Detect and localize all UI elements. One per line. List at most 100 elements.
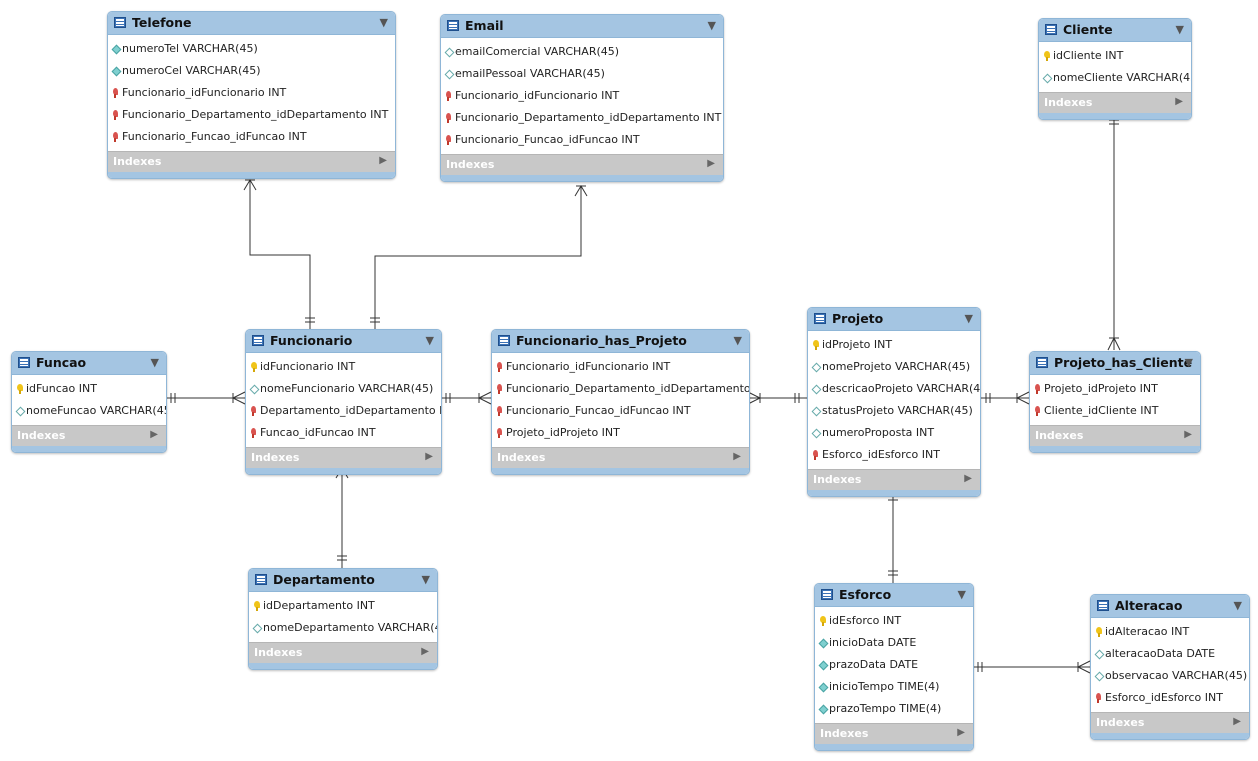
column-row[interactable]: idDepartamento INT [249, 595, 437, 617]
table-departamento[interactable]: Departamento ▼ idDepartamento INT nomeDe… [248, 568, 438, 670]
indexes-section[interactable]: Indexes▶ [12, 425, 166, 446]
column-row[interactable]: inicioData DATE [815, 632, 973, 654]
table-funcionario-has-projeto[interactable]: Funcionario_has_Projeto ▼ Funcionario_id… [491, 329, 750, 475]
column-row[interactable]: numeroTel VARCHAR(45) [108, 38, 395, 60]
column-row[interactable]: descricaoProjeto VARCHAR(45) [808, 378, 980, 400]
column-row[interactable]: Funcionario_Departamento_idDepartamento … [441, 107, 723, 129]
indexes-section[interactable]: Indexes▶ [441, 154, 723, 175]
chevron-down-icon[interactable]: ▼ [707, 19, 716, 32]
chevron-down-icon[interactable]: ▼ [957, 588, 966, 601]
indexes-section[interactable]: Indexes▶ [808, 469, 980, 490]
column-row[interactable]: alteracaoData DATE [1091, 643, 1249, 665]
column-row[interactable]: numeroCel VARCHAR(45) [108, 60, 395, 82]
column-row[interactable]: nomeDepartamento VARCHAR(45) [249, 617, 437, 639]
column-row[interactable]: Esforco_idEsforco INT [808, 444, 980, 466]
expand-arrow-icon[interactable]: ▶ [1175, 96, 1183, 107]
chevron-down-icon[interactable]: ▼ [1233, 599, 1242, 612]
column-row[interactable]: nomeCliente VARCHAR(45) [1039, 67, 1191, 89]
indexes-section[interactable]: Indexes▶ [1091, 712, 1249, 733]
column-row[interactable]: Funcionario_idFuncionario INT [441, 85, 723, 107]
table-header[interactable]: Cliente ▼ [1039, 19, 1191, 42]
column-row[interactable]: numeroProposta INT [808, 422, 980, 444]
table-header[interactable]: Projeto_has_Cliente ▼ [1030, 352, 1200, 375]
indexes-section[interactable]: Indexes▶ [246, 447, 441, 468]
column-row[interactable]: statusProjeto VARCHAR(45) [808, 400, 980, 422]
column-row[interactable]: idFuncionario INT [246, 356, 441, 378]
table-funcionario[interactable]: Funcionario ▼ idFuncionario INT nomeFunc… [245, 329, 442, 475]
column-row[interactable]: inicioTempo TIME(4) [815, 676, 973, 698]
column-row[interactable]: emailPessoal VARCHAR(45) [441, 63, 723, 85]
foreign-key-icon [251, 406, 256, 416]
indexes-section[interactable]: Indexes▶ [108, 151, 395, 172]
indexes-section[interactable]: Indexes▶ [492, 447, 749, 468]
expand-arrow-icon[interactable]: ▶ [425, 451, 433, 462]
indexes-section[interactable]: Indexes▶ [1030, 425, 1200, 446]
expand-arrow-icon[interactable]: ▶ [1184, 429, 1192, 440]
column-row[interactable]: Departamento_idDepartamento INT [246, 400, 441, 422]
table-header[interactable]: Funcao ▼ [12, 352, 166, 375]
column-row[interactable]: Funcionario_Funcao_idFuncao INT [108, 126, 395, 148]
expand-arrow-icon[interactable]: ▶ [379, 155, 387, 166]
column-row[interactable]: Projeto_idProjeto INT [1030, 378, 1200, 400]
table-telefone[interactable]: Telefone ▼ numeroTel VARCHAR(45) numeroC… [107, 11, 396, 179]
column-row[interactable]: idProjeto INT [808, 334, 980, 356]
table-header[interactable]: Funcionario ▼ [246, 330, 441, 353]
column-row[interactable]: Funcionario_Funcao_idFuncao INT [441, 129, 723, 151]
foreign-key-icon [113, 132, 118, 142]
table-icon [447, 20, 459, 31]
column-row[interactable]: prazoData DATE [815, 654, 973, 676]
table-header[interactable]: Email ▼ [441, 15, 723, 38]
table-projeto[interactable]: Projeto ▼ idProjeto INT nomeProjeto VARC… [807, 307, 981, 497]
expand-arrow-icon[interactable]: ▶ [733, 451, 741, 462]
table-icon [498, 335, 510, 346]
column-row[interactable]: prazoTempo TIME(4) [815, 698, 973, 720]
chevron-down-icon[interactable]: ▼ [379, 16, 388, 29]
table-header[interactable]: Telefone ▼ [108, 12, 395, 35]
indexes-section[interactable]: Indexes▶ [1039, 92, 1191, 113]
expand-arrow-icon[interactable]: ▶ [957, 727, 965, 738]
table-header[interactable]: Departamento ▼ [249, 569, 437, 592]
expand-arrow-icon[interactable]: ▶ [964, 473, 972, 484]
chevron-down-icon[interactable]: ▼ [150, 356, 159, 369]
table-funcao[interactable]: Funcao ▼ idFuncao INT nomeFuncao VARCHAR… [11, 351, 167, 453]
column-row[interactable]: idEsforco INT [815, 610, 973, 632]
indexes-section[interactable]: Indexes▶ [815, 723, 973, 744]
chevron-down-icon[interactable]: ▼ [425, 334, 434, 347]
column-row[interactable]: observacao VARCHAR(45) [1091, 665, 1249, 687]
expand-arrow-icon[interactable]: ▶ [421, 646, 429, 657]
expand-arrow-icon[interactable]: ▶ [707, 158, 715, 169]
column-row[interactable]: idCliente INT [1039, 45, 1191, 67]
table-esforco[interactable]: Esforco ▼ idEsforco INT inicioData DATE … [814, 583, 974, 751]
column-row[interactable]: Esforco_idEsforco INT [1091, 687, 1249, 709]
indexes-section[interactable]: Indexes▶ [249, 642, 437, 663]
table-projeto-has-cliente[interactable]: Projeto_has_Cliente ▼ Projeto_idProjeto … [1029, 351, 1201, 453]
table-cliente[interactable]: Cliente ▼ idCliente INT nomeCliente VARC… [1038, 18, 1192, 120]
chevron-down-icon[interactable]: ▼ [421, 573, 430, 586]
table-alteracao[interactable]: Alteracao ▼ idAlteracao INT alteracaoDat… [1090, 594, 1250, 740]
column-row[interactable]: nomeFuncao VARCHAR(45) [12, 400, 166, 422]
column-row[interactable]: idAlteracao INT [1091, 621, 1249, 643]
table-email[interactable]: Email ▼ emailComercial VARCHAR(45) email… [440, 14, 724, 182]
table-header[interactable]: Funcionario_has_Projeto ▼ [492, 330, 749, 353]
chevron-down-icon[interactable]: ▼ [733, 334, 742, 347]
column-row[interactable]: Projeto_idProjeto INT [492, 422, 749, 444]
chevron-down-icon[interactable]: ▼ [1184, 356, 1193, 369]
column-row[interactable]: nomeFuncionario VARCHAR(45) [246, 378, 441, 400]
table-header[interactable]: Esforco ▼ [815, 584, 973, 607]
expand-arrow-icon[interactable]: ▶ [1233, 716, 1241, 727]
column-row[interactable]: nomeProjeto VARCHAR(45) [808, 356, 980, 378]
expand-arrow-icon[interactable]: ▶ [150, 429, 158, 440]
column-row[interactable]: Funcao_idFuncao INT [246, 422, 441, 444]
column-row[interactable]: Cliente_idCliente INT [1030, 400, 1200, 422]
column-row[interactable]: Funcionario_Funcao_idFuncao INT [492, 400, 749, 422]
column-row[interactable]: emailComercial VARCHAR(45) [441, 41, 723, 63]
table-header[interactable]: Alteracao ▼ [1091, 595, 1249, 618]
table-header[interactable]: Projeto ▼ [808, 308, 980, 331]
column-row[interactable]: Funcionario_Departamento_idDepartamento … [492, 378, 749, 400]
column-row[interactable]: Funcionario_Departamento_idDepartamento … [108, 104, 395, 126]
column-row[interactable]: idFuncao INT [12, 378, 166, 400]
chevron-down-icon[interactable]: ▼ [964, 312, 973, 325]
chevron-down-icon[interactable]: ▼ [1175, 23, 1184, 36]
column-row[interactable]: Funcionario_idFuncionario INT [108, 82, 395, 104]
column-row[interactable]: Funcionario_idFuncionario INT [492, 356, 749, 378]
